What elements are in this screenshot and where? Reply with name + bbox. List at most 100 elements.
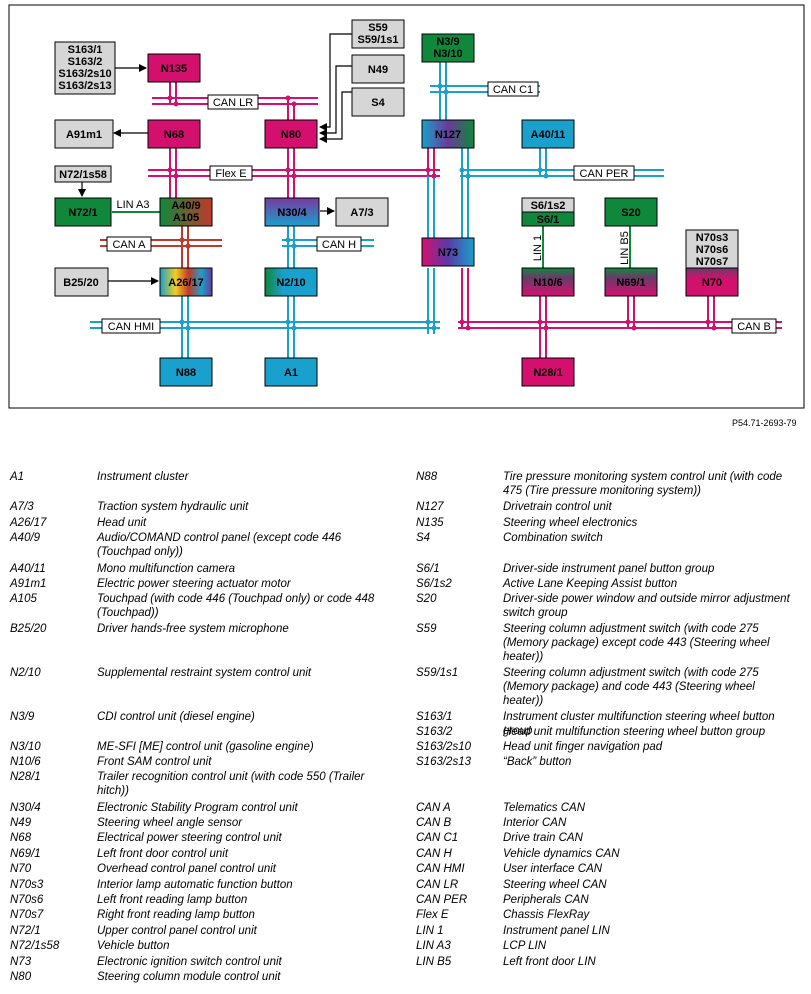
legend-code: CAN PER bbox=[416, 894, 468, 906]
legend-code: N3/9 bbox=[10, 711, 35, 723]
legend-code: N70s7 bbox=[10, 909, 44, 921]
legend-description: Peripherals CAN bbox=[503, 894, 589, 906]
legend-code: CAN H bbox=[416, 848, 452, 860]
legend-code: S4 bbox=[416, 532, 431, 544]
module-a2617-label: A26/17 bbox=[168, 277, 203, 289]
module-s61s2: S6/1s2 bbox=[521, 197, 575, 213]
diagram-frame bbox=[8, 4, 805, 409]
legend-code: S163/2s13 bbox=[416, 756, 471, 768]
module-a4011: A40/11 bbox=[521, 119, 575, 149]
legend-code: CAN LR bbox=[416, 879, 459, 891]
legend-description: Steering wheel electronics bbox=[503, 517, 638, 529]
module-n210: N2/10 bbox=[264, 267, 318, 297]
module-s20: S20 bbox=[604, 197, 658, 227]
module-n49: N49 bbox=[351, 54, 405, 84]
bus-label-can-h: CAN H bbox=[316, 236, 362, 252]
bus-label-lin-a3: LIN A3 bbox=[116, 199, 149, 211]
legend-description: Drivetrain control unit bbox=[503, 501, 612, 513]
legend-code: N135 bbox=[416, 517, 444, 529]
module-s20-label: S20 bbox=[621, 207, 641, 219]
module-b2520-label: B25/20 bbox=[63, 277, 98, 289]
module-n721: N72/1 bbox=[54, 197, 112, 227]
legend-description: Trailer recognition control unit (with c… bbox=[97, 771, 365, 797]
module-n281: N28/1 bbox=[521, 357, 575, 387]
legend-code: A1 bbox=[10, 471, 25, 483]
legend-code: LIN 1 bbox=[416, 925, 444, 937]
legend-code: S6/1s2 bbox=[416, 578, 452, 590]
module-s4-label: S4 bbox=[371, 97, 385, 109]
legend-description: Steering column module control unit bbox=[97, 971, 281, 983]
legend-code: CAN A bbox=[416, 802, 451, 814]
module-n135-label: N135 bbox=[161, 63, 187, 75]
legend-description: Electrical power steering control unit bbox=[97, 832, 282, 844]
legend-code: A40/11 bbox=[10, 563, 46, 575]
legend-code: N88 bbox=[416, 471, 438, 483]
legend-code: N72/1s58 bbox=[10, 940, 60, 952]
module-n281-label: N28/1 bbox=[533, 367, 562, 379]
legend-code: N3/10 bbox=[10, 741, 41, 753]
module-n304: N30/4 bbox=[264, 197, 320, 227]
legend-code: A40/9 bbox=[10, 532, 41, 544]
bus-label-can-b: CAN B bbox=[731, 318, 777, 334]
legend-description: Instrument cluster multifunction steerin… bbox=[503, 711, 775, 737]
svg-text:CAN A: CAN A bbox=[112, 239, 146, 251]
module-n72s58-label: N72/1s58 bbox=[59, 169, 107, 181]
legend-description: Mono multifunction camera bbox=[97, 563, 236, 575]
legend-description: Drive train CAN bbox=[503, 832, 583, 844]
legend-code: S163/1 bbox=[416, 711, 453, 723]
legend-code: LIN A3 bbox=[416, 940, 451, 952]
bus-label-can-lr: CAN LR bbox=[207, 94, 259, 110]
module-n691: N69/1 bbox=[604, 267, 658, 297]
bus-label-flex-e: Flex E bbox=[209, 165, 253, 181]
legend-description: Tire pressure monitoring system control … bbox=[503, 471, 783, 497]
legend-description: Vehicle button bbox=[97, 940, 170, 952]
legend-code: S163/2s10 bbox=[416, 741, 471, 753]
legend-code: B25/20 bbox=[10, 623, 47, 635]
module-n721-label: N72/1 bbox=[68, 207, 97, 219]
legend-code: CAN HMI bbox=[416, 863, 465, 875]
bus-label-can-per: CAN PER bbox=[573, 165, 635, 181]
legend-code: N127 bbox=[416, 501, 444, 513]
module-n72s58: N72/1s58 bbox=[54, 165, 112, 183]
svg-text:Flex E: Flex E bbox=[215, 168, 246, 180]
legend-description: Driver-side instrument panel button grou… bbox=[503, 563, 715, 575]
legend-description: Left front reading lamp button bbox=[97, 894, 248, 906]
legend-description: Left front door control unit bbox=[97, 848, 229, 860]
module-n80-label: N80 bbox=[281, 129, 301, 141]
legend-description: CDI control unit (diesel engine) bbox=[97, 711, 255, 723]
module-a1: A1 bbox=[264, 357, 318, 387]
legend-code: CAN B bbox=[416, 817, 452, 829]
figure-reference: P54.71-2693-79 bbox=[732, 418, 797, 428]
module-n80: N80 bbox=[264, 119, 318, 149]
legend-code: N69/1 bbox=[10, 848, 41, 860]
legend-description: Instrument cluster bbox=[97, 471, 189, 483]
module-a91m1: A91m1 bbox=[54, 119, 114, 149]
legend-code: N10/6 bbox=[10, 756, 41, 768]
legend-code: A105 bbox=[10, 593, 37, 605]
legend-code: S59/1s1 bbox=[416, 667, 459, 679]
legend-code: N68 bbox=[10, 832, 32, 844]
legend-code: N49 bbox=[10, 817, 32, 829]
legend-code: N70s6 bbox=[10, 894, 44, 906]
legend-description: LCP LIN bbox=[503, 940, 547, 952]
module-n691-label: N69/1 bbox=[616, 277, 645, 289]
legend-description: Overhead control panel control unit bbox=[97, 863, 276, 875]
legend-description: Right front reading lamp button bbox=[97, 909, 255, 921]
bus-label-can-a: CAN A bbox=[106, 236, 152, 252]
legend-code: CAN C1 bbox=[416, 832, 459, 844]
module-n68: N68 bbox=[147, 119, 201, 149]
legend-code: N72/1 bbox=[10, 925, 41, 937]
module-n73: N73 bbox=[421, 237, 475, 267]
legend-description: User interface CAN bbox=[503, 863, 603, 875]
legend-code: A7/3 bbox=[10, 501, 34, 513]
legend-description: Interior lamp automatic function button bbox=[97, 879, 293, 891]
legend-description: Active Lane Keeping Assist button bbox=[503, 578, 678, 590]
module-s61-label: S6/1 bbox=[537, 214, 560, 226]
svg-text:CAN C1: CAN C1 bbox=[493, 84, 533, 96]
legend-description: Touchpad (with code 446 (Touchpad only) … bbox=[97, 593, 375, 619]
